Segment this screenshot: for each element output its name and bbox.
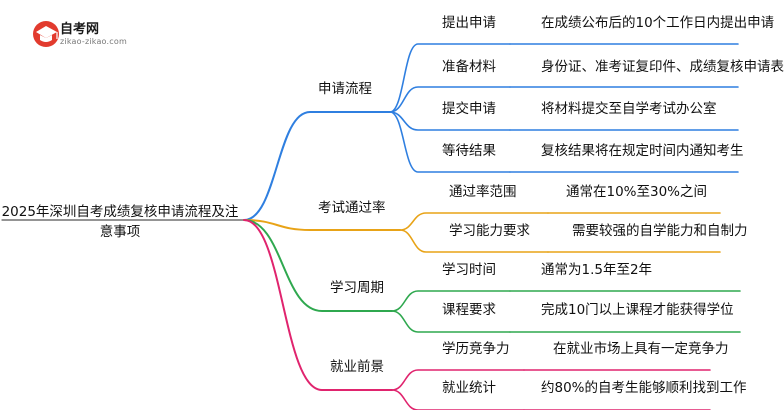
detail-course-req: 完成10门以上课程才能获得学位 [541, 302, 734, 318]
connector-branch-0-leaf-1 [389, 86, 511, 113]
connector-branch-2-leaf-1 [391, 310, 511, 333]
connector-root-branch-2 [243, 219, 393, 312]
leaf-study-time: 学习时间 [442, 262, 496, 278]
leaf-pass-range: 通过率范围 [449, 184, 517, 200]
root-topic: 2025年深圳自考成绩复核申请流程及注意事项 [1, 204, 239, 240]
branch-pass-rate: 考试通过率 [318, 200, 386, 216]
logo-graduation-cap-icon [33, 21, 59, 47]
logo-name: 自考网 [60, 22, 100, 37]
connector-branch-1-leaf-0 [399, 212, 549, 231]
detail-study-time: 通常为1.5年至2年 [541, 262, 653, 278]
connector-branch-0-leaf-2 [389, 111, 511, 131]
leaf-edu-competitiveness: 学历竞争力 [442, 341, 510, 357]
connector-branch-0-leaf-0 [389, 43, 511, 113]
leaf-submit-materials: 提交申请 [442, 101, 496, 117]
connector-root-branch-0 [243, 111, 391, 221]
branch-study-period: 学习周期 [330, 280, 384, 296]
leaf-employment-stats: 就业统计 [442, 380, 496, 396]
detail-submit-materials: 将材料提交至自学考试办公室 [541, 101, 717, 117]
branch-employment: 就业前景 [330, 359, 384, 375]
leaf-course-req: 课程要求 [442, 302, 496, 318]
detail-prepare-materials: 身份证、准考证复印件、成绩复核申请表 [541, 59, 784, 75]
connector-branch-2-leaf-0 [391, 290, 511, 312]
logo-url: zikao-zikao.com [60, 37, 127, 46]
detail-edu-competitiveness: 在就业市场上具有一定竞争力 [553, 341, 729, 357]
connector-branch-0-leaf-3 [389, 111, 511, 173]
detail-submit-request: 在成绩公布后的10个工作日内提出申请 [541, 15, 775, 31]
leaf-learning-ability: 学习能力要求 [449, 223, 530, 239]
connector-branch-1-leaf-1 [399, 229, 549, 253]
leaf-await-result: 等待结果 [442, 143, 496, 159]
connector-root-branch-1 [243, 219, 401, 231]
detail-employment-stats: 约80%的自考生能够顺利找到工作 [541, 380, 747, 396]
leaf-prepare-materials: 准备材料 [442, 59, 496, 75]
detail-pass-range: 通常在10%至30%之间 [566, 184, 708, 200]
branch-process: 申请流程 [318, 81, 372, 97]
connector-root-branch-3 [243, 219, 393, 391]
leaf-submit-request: 提出申请 [442, 15, 496, 31]
detail-learning-ability: 需要较强的自学能力和自制力 [572, 223, 748, 239]
detail-await-result: 复核结果将在规定时间内通知考生 [541, 143, 744, 159]
connector-branch-3-leaf-0 [391, 369, 525, 391]
mindmap-connectors [1, 43, 741, 410]
